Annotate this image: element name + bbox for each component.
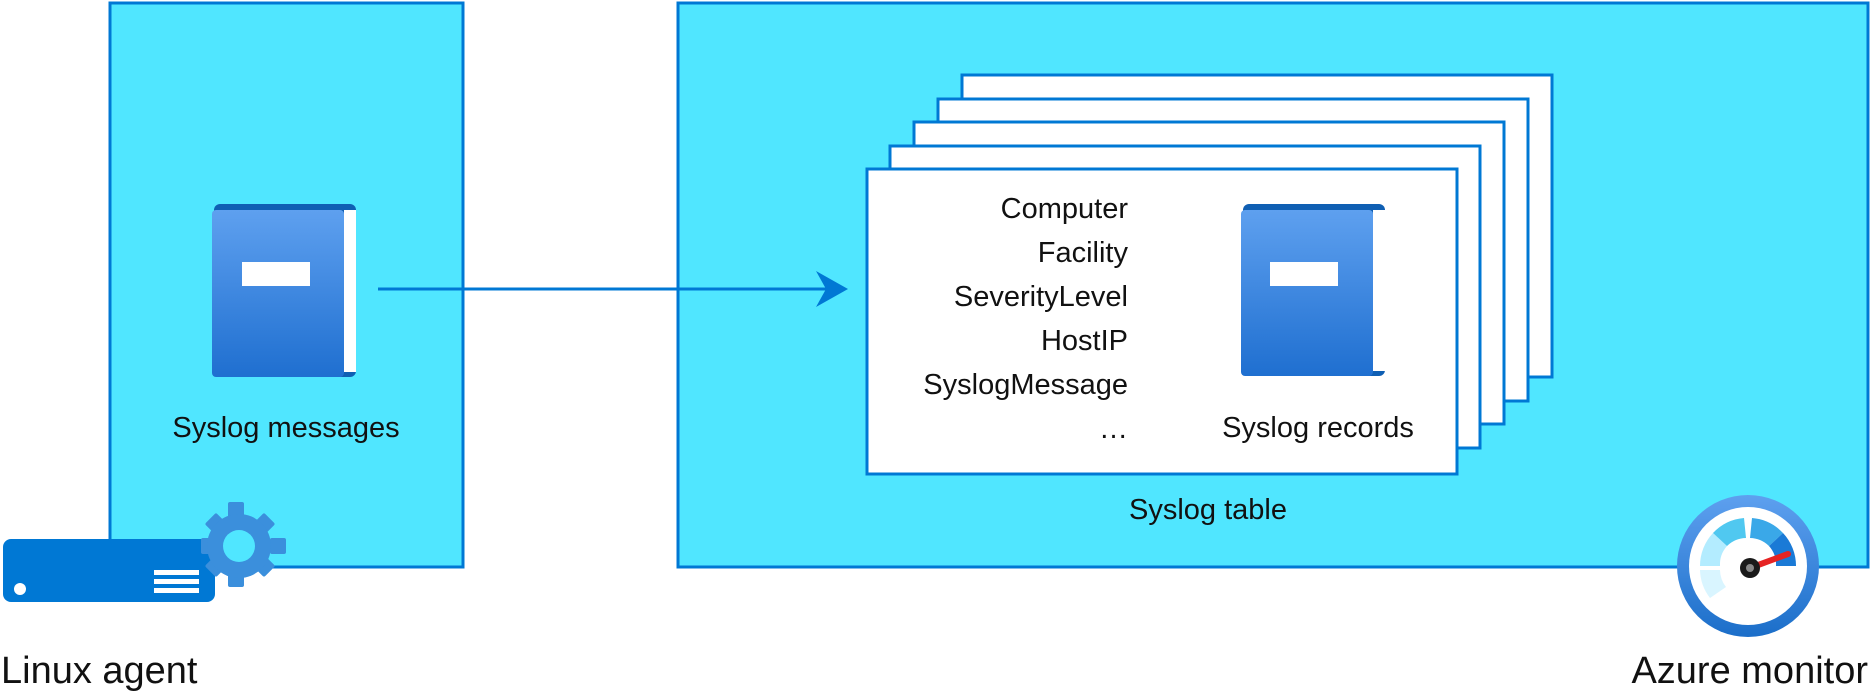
azure-monitor-label: Azure monitor [1631, 650, 1868, 692]
linux-server-icon [3, 539, 215, 602]
field-facility: Facility [1037, 237, 1128, 269]
field-host-ip: HostIP [1040, 325, 1128, 357]
flow-arrow [378, 271, 848, 307]
field-severity-level: SeverityLevel [953, 281, 1128, 313]
linux-agent-label: Linux agent [1, 650, 198, 692]
syslog-messages-label: Syslog messages [172, 412, 400, 444]
field-computer: Computer [1000, 193, 1128, 225]
field-ellipsis: … [1099, 413, 1128, 445]
azure-monitor-gauge-icon [1677, 495, 1819, 637]
syslog-records-book-icon [1241, 204, 1385, 376]
syslog-table-label: Syslog table [1129, 494, 1287, 526]
syslog-messages-book-icon [212, 204, 356, 377]
field-syslog-message: SyslogMessage [923, 369, 1128, 401]
agent-gear-icon [201, 502, 286, 587]
syslog-records-label: Syslog records [1222, 412, 1414, 444]
